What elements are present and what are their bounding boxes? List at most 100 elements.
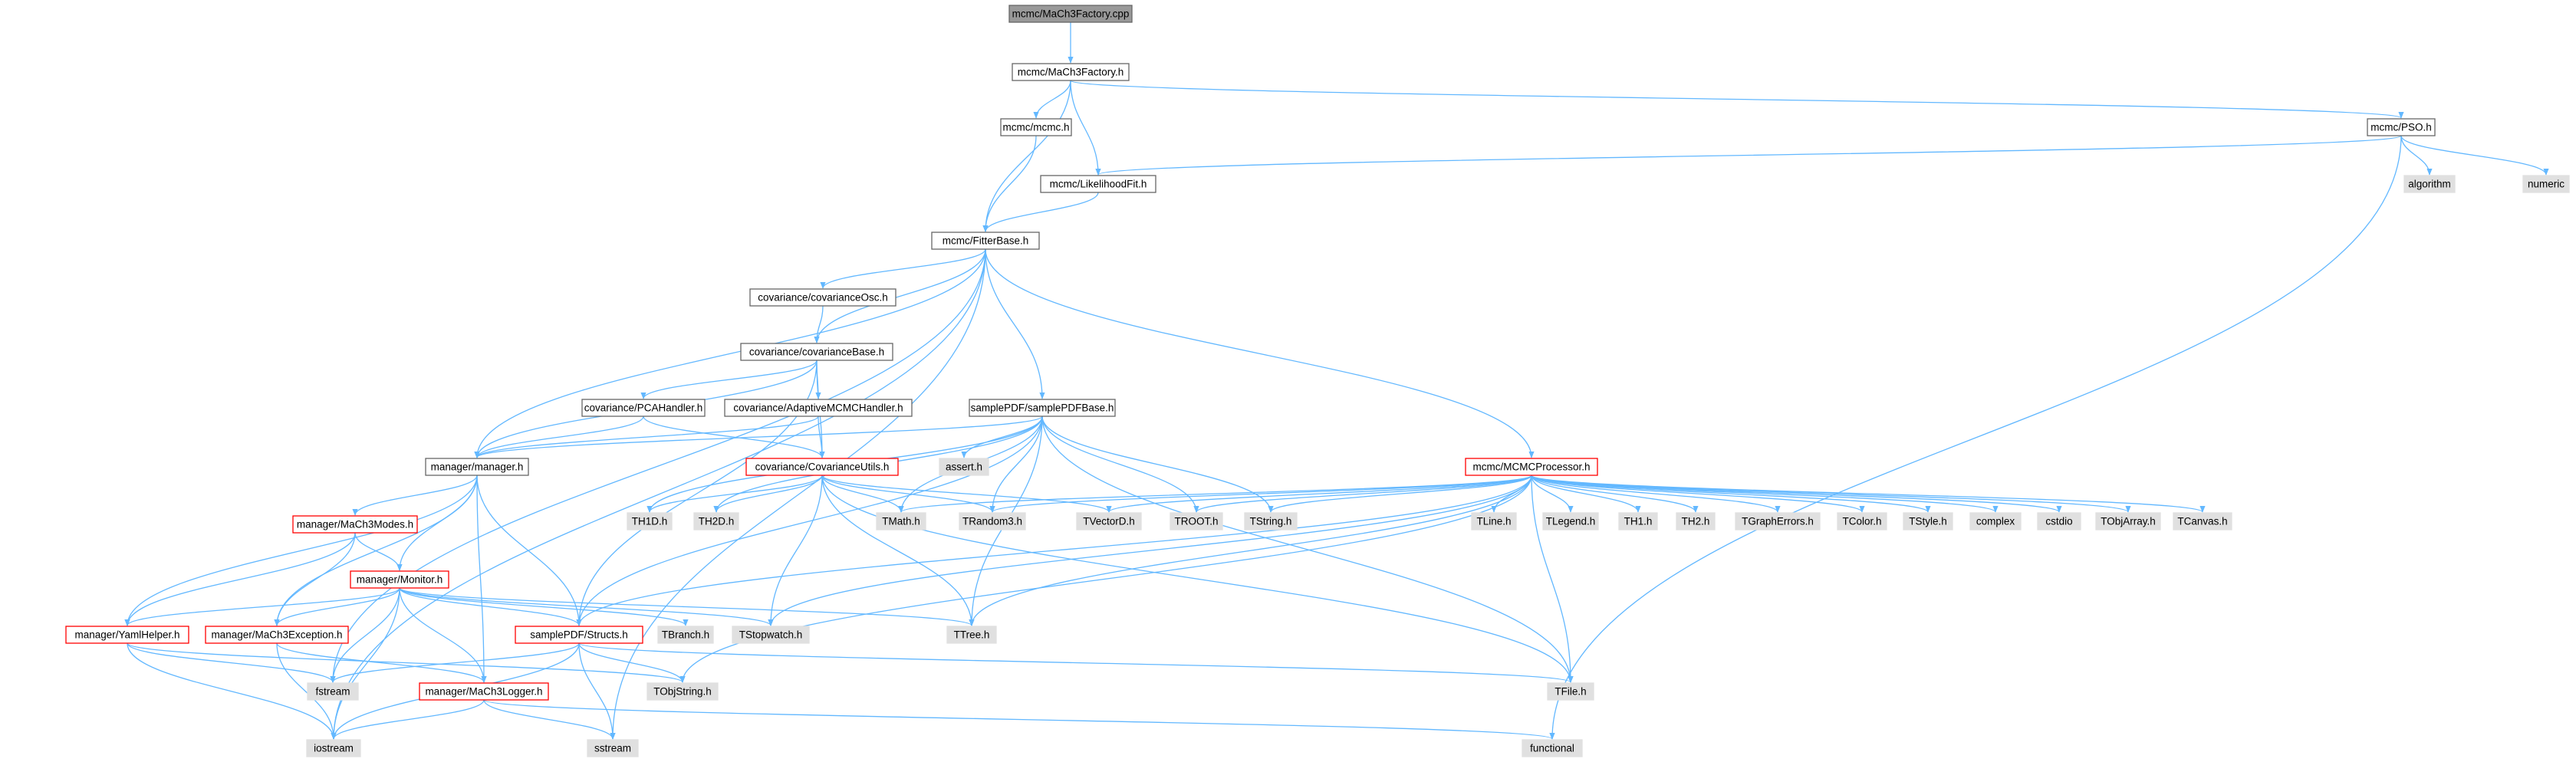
node-box	[292, 515, 418, 534]
node-pca-h[interactable]: covariance/PCAHandler.h	[581, 399, 706, 417]
node-yamlhelper-h[interactable]: manager/YamlHelper.h	[65, 626, 189, 644]
edge-monitor_h-to-tbranch_h	[399, 587, 689, 626]
edge-yamlhelper_h-to-tobjstring_h	[127, 642, 686, 683]
node-covutils-h[interactable]: covariance/CovarianceUtils.h	[745, 458, 899, 476]
edge-mcmcprocessor_h-to-tstring_h	[1268, 475, 1532, 513]
node-box	[1522, 739, 1583, 757]
edge-monitor_h-to-tstopwatch_h	[399, 587, 774, 626]
node-label: manager/MaCh3Logger.h	[425, 686, 542, 698]
edge-adaptive_h-to-covutils_h	[818, 415, 825, 458]
node-label: covariance/AdaptiveMCMCHandler.h	[733, 402, 903, 414]
node-box	[1465, 458, 1598, 476]
edge-covutils_h-to-tmath_h	[821, 475, 904, 513]
node-box	[2037, 512, 2081, 530]
node-box	[419, 682, 549, 701]
node-algorithm: algorithm	[2403, 175, 2456, 193]
node-box	[657, 626, 714, 644]
node-box	[1170, 512, 1223, 530]
node-tline-h: TLine.h	[1471, 512, 1517, 530]
node-label: TCanvas.h	[2177, 516, 2227, 527]
node-label: sstream	[594, 743, 631, 754]
node-root[interactable]: mcmc/MaCh3Factory.cpp	[1008, 5, 1133, 23]
node-tobjstring-h: TObjString.h	[646, 682, 719, 701]
node-label: TStyle.h	[1909, 516, 1947, 527]
edge-manager_h-to-structs_h	[476, 475, 582, 626]
node-label: manager/Monitor.h	[357, 574, 443, 586]
node-mcmcprocessor-h[interactable]: mcmc/MCMCProcessor.h	[1465, 458, 1598, 476]
node-adaptive-h[interactable]: covariance/AdaptiveMCMCHandler.h	[724, 399, 913, 417]
node-box	[745, 458, 899, 476]
edge-samplepdfbase_h-to-tfile_h	[1041, 415, 1574, 683]
node-label: iostream	[314, 743, 354, 754]
edge-samplepdfbase_h-to-structs_h	[576, 415, 1043, 626]
node-label: TRandom3.h	[962, 516, 1022, 527]
node-box	[1969, 512, 2022, 530]
node-covosc-h[interactable]: covariance/covarianceOsc.h	[749, 288, 897, 307]
node-likelihood-h[interactable]: mcmc/LikelihoodFit.h	[1040, 175, 1156, 193]
edge-covutils_h-to-th2d_h	[713, 475, 823, 513]
edge-fitterbase_h-to-fstream	[330, 248, 986, 683]
edge-monitor_h-to-iostream	[331, 587, 400, 740]
node-structs-h[interactable]: samplePDF/Structs.h	[515, 626, 643, 644]
node-samplepdfbase-h[interactable]: samplePDF/samplePDFBase.h	[969, 399, 1116, 417]
node-label: cstdio	[2045, 516, 2072, 527]
node-tstyle-h: TStyle.h	[1903, 512, 1953, 530]
edge-samplepdfbase_h-to-trandom3_h	[989, 415, 1043, 513]
node-pso-h[interactable]: mcmc/PSO.h	[2367, 118, 2436, 136]
node-label: TObjString.h	[653, 686, 712, 698]
node-box	[1837, 512, 1887, 530]
edge-exception_h-to-iostream	[276, 642, 337, 740]
edge-mcmcprocessor_h-to-tobjstring_h	[679, 475, 1532, 683]
node-box	[1000, 118, 1072, 136]
node-label: TMath.h	[882, 516, 920, 527]
edge-monitor_h-to-logger_h	[399, 587, 487, 683]
node-box	[2522, 175, 2570, 193]
edge-covutils_h-to-tfile_h	[821, 475, 1574, 683]
node-label: complex	[1976, 516, 2015, 527]
edge-samplepdfbase_h-to-troot_h	[1041, 415, 1199, 513]
node-fitterbase-h[interactable]: mcmc/FitterBase.h	[931, 232, 1040, 250]
node-logger-h[interactable]: manager/MaCh3Logger.h	[419, 682, 549, 701]
node-fstream: fstream	[307, 682, 359, 701]
node-sstream: sstream	[587, 739, 639, 757]
node-mcmc-h[interactable]: mcmc/mcmc.h	[1000, 118, 1072, 136]
node-box	[1547, 682, 1594, 701]
node-monitor-h[interactable]: manager/Monitor.h	[350, 570, 449, 589]
edge-logger_h-to-iostream	[331, 699, 485, 740]
node-tstopwatch-h: TStopwatch.h	[732, 626, 810, 644]
node-label: algorithm	[2408, 179, 2451, 190]
node-th2d-h: TH2D.h	[693, 512, 739, 530]
edge-pca_h-to-covutils_h	[643, 415, 825, 458]
node-label: TGraphErrors.h	[1742, 516, 1814, 527]
edge-fitterbase_h-to-manager_h	[474, 248, 986, 458]
node-label: manager/manager.h	[431, 461, 524, 473]
node-manager-h[interactable]: manager/manager.h	[425, 458, 529, 476]
node-factory-h[interactable]: mcmc/MaCh3Factory.h	[1012, 63, 1130, 81]
node-label: TLine.h	[1476, 516, 1511, 527]
edge-fitterbase_h-to-covosc_h	[820, 248, 986, 289]
node-box	[724, 399, 913, 417]
node-exception-h[interactable]: manager/MaCh3Exception.h	[205, 626, 349, 644]
node-numeric: numeric	[2522, 175, 2570, 193]
edge-mcmcprocessor_h-to-ttree_h	[969, 475, 1532, 626]
edge-mcmcprocessor_h-to-tvectord_h	[1106, 475, 1532, 513]
node-box	[2173, 512, 2232, 530]
node-label: mcmc/MCMCProcessor.h	[1472, 461, 1590, 473]
edge-covutils_h-to-ttree_h	[821, 475, 975, 626]
node-box	[1008, 5, 1133, 23]
edge-mcmcprocessor_h-to-th2_h	[1531, 475, 1699, 513]
node-box	[515, 626, 643, 644]
edge-modes_h-to-yamlhelper_h	[124, 532, 356, 626]
node-tvectord-h: TVectorD.h	[1076, 512, 1142, 530]
node-box	[1040, 175, 1156, 193]
node-label: TColor.h	[1842, 516, 1881, 527]
node-modes-h[interactable]: manager/MaCh3Modes.h	[292, 515, 418, 534]
node-box	[1903, 512, 1953, 530]
node-covbase-h[interactable]: covariance/covarianceBase.h	[740, 343, 893, 361]
node-box	[1618, 512, 1658, 530]
edge-mcmcprocessor_h-to-tlegend_h	[1531, 475, 1574, 513]
node-label: manager/YamlHelper.h	[74, 629, 179, 641]
node-label: covariance/covarianceOsc.h	[758, 292, 888, 304]
node-th2-h: TH2.h	[1676, 512, 1716, 530]
edge-mcmc_h-to-fitterbase_h	[982, 135, 1037, 232]
